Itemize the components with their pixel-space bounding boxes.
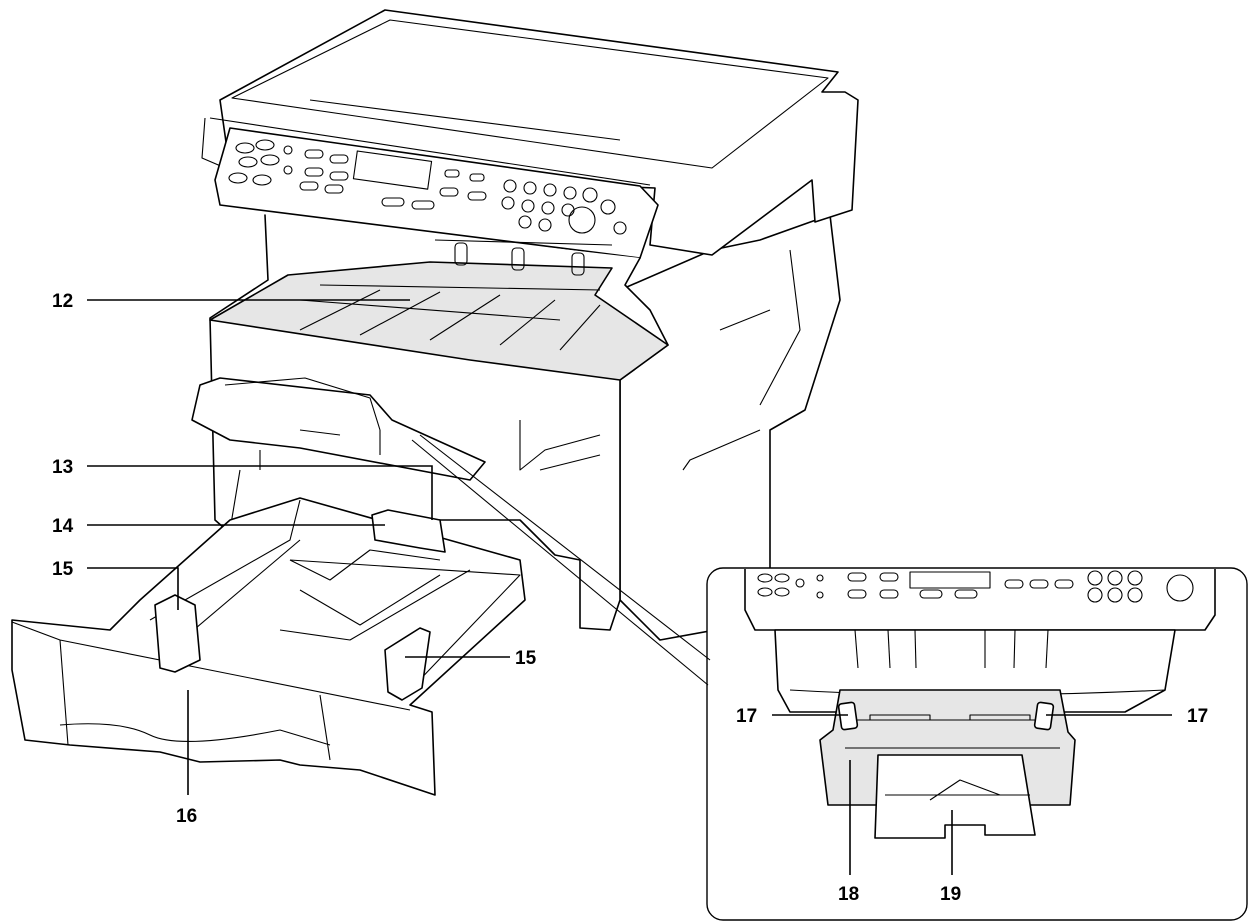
leader-15-left	[87, 567, 179, 610]
callout-15-right: 15	[515, 648, 537, 669]
callout-17-left: 17	[736, 706, 757, 727]
callout-17-right: 17	[1187, 706, 1208, 727]
callout-12: 12	[52, 291, 73, 312]
paper-stoppers	[454, 242, 585, 276]
paper-length-guide	[371, 509, 446, 553]
callout-19: 19	[940, 884, 961, 905]
callout-16: 16	[176, 806, 197, 827]
callout-14: 14	[52, 516, 74, 537]
callout-13: 13	[52, 457, 73, 478]
bypass-tray-extension	[874, 754, 1036, 839]
leader-lines	[87, 299, 1172, 875]
panel-buttons	[228, 139, 627, 235]
callout-labels: 12 13 14 15 15 16 17 17 18 19	[52, 291, 1208, 905]
paper-width-guide-right	[384, 627, 431, 701]
panel-display	[352, 150, 433, 190]
paper-cassette	[11, 497, 526, 796]
bypass-tray	[191, 377, 486, 481]
slide-guide-left	[837, 701, 859, 731]
output-tray	[209, 261, 669, 381]
inset-connector	[411, 434, 711, 686]
inset-panel-buttons	[757, 570, 1194, 603]
copier-illustration	[11, 9, 859, 796]
callout-18: 18	[838, 884, 859, 905]
slide-guide-right	[1033, 701, 1055, 731]
inset-panel	[706, 567, 1248, 921]
leader-13	[87, 465, 433, 520]
platen-cover	[219, 9, 859, 256]
callout-15-left: 15	[52, 559, 74, 580]
paper-width-guide-left	[154, 594, 201, 673]
